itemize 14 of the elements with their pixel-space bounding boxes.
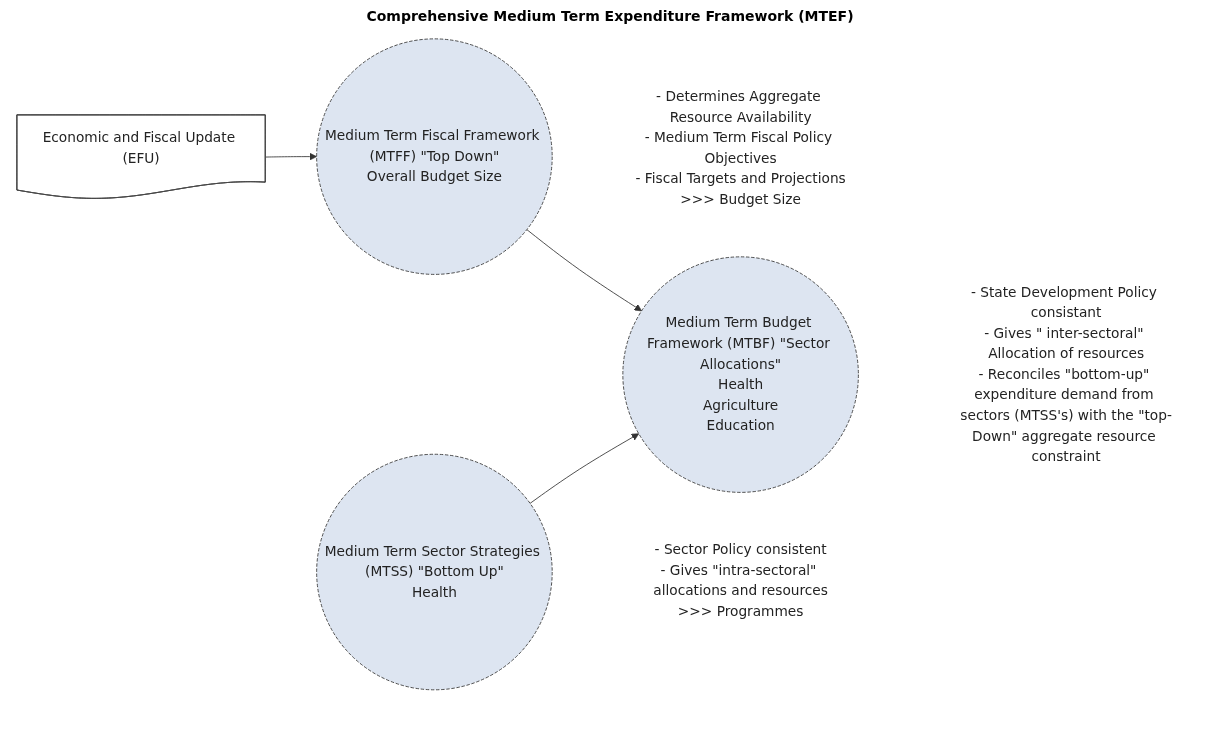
node-label: - Fiscal Targets and Projections xyxy=(635,170,846,187)
node-label: - Reconciles "bottom-up" expenditure demand from sectors (MTSS's) with the "top-Down" aggregate resource constraint xyxy=(960,365,1172,465)
node-label: - State Development Policy consistant xyxy=(970,283,1157,321)
node-label: - Gives " inter-sectoral" Allocation of resources xyxy=(984,324,1145,362)
node-label: - Gives "intra-sectoral" allocations and resources xyxy=(653,561,828,599)
node-label: >>> Programmes xyxy=(677,602,804,619)
node-label: >>> Budget Size xyxy=(680,190,801,207)
node-label: - Sector Policy consistent xyxy=(654,540,827,558)
node-label: - Medium Term Fiscal Policy Objectives xyxy=(644,128,833,166)
node-circle: Medium Term Budget Framework (MTBF) "Sector Allocations" Health Agriculture Education xyxy=(622,256,859,493)
node-circle: Medium Term Fiscal Framework (MTFF) "Top Down" Overall Budget Size xyxy=(316,38,553,275)
diagram-title: Comprehensive Medium Term Expenditure Framework (MTEF) xyxy=(365,8,855,24)
node-circle: Medium Term Sector Strategies (MTSS) "Bottom Up" Health xyxy=(316,453,553,690)
node-label: - Determines Aggregate Resource Availability xyxy=(656,87,821,125)
